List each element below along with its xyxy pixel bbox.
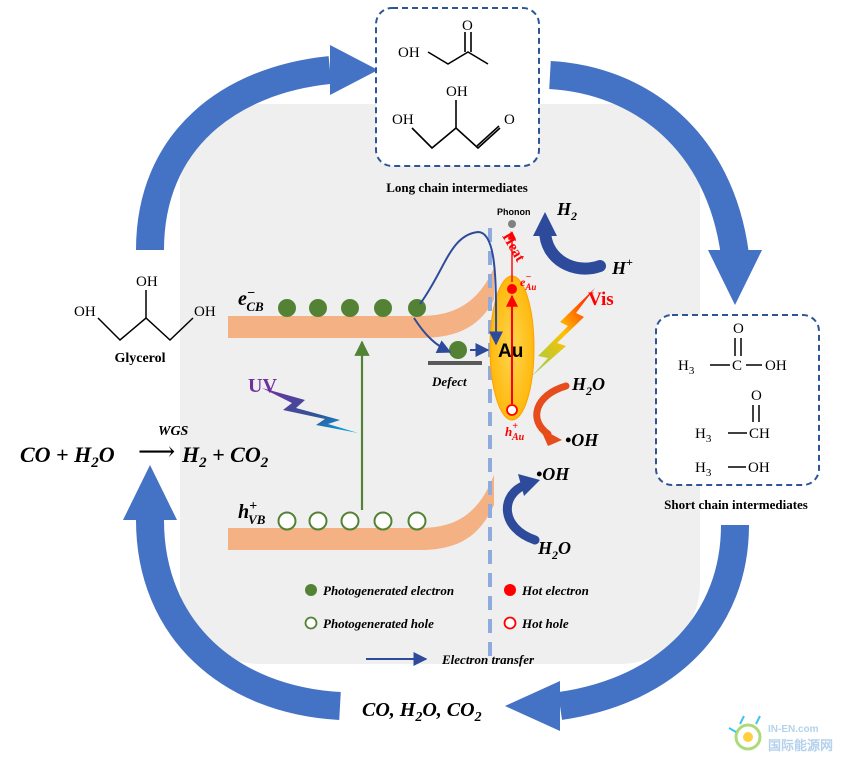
legend-hot-electron-marker [504, 584, 516, 596]
cb-electron [341, 299, 359, 317]
glycerol-structure [97, 290, 194, 342]
oh-formation-arrow-vb [503, 480, 540, 545]
glyceraldehyde-oh-left: OH [392, 112, 414, 128]
hot-electron [507, 284, 517, 294]
acetaldehyde-h3c: H3 [695, 426, 712, 445]
acetic-oh: OH [765, 358, 787, 374]
acetic-h3c: H3 [678, 358, 695, 377]
cb-electron [278, 299, 296, 317]
cycle-arrow-bottom-right [505, 524, 749, 731]
short-chain-box [655, 314, 820, 486]
legend-photo-electron-marker [305, 584, 317, 596]
phonon-dot [508, 220, 516, 228]
acetaldehyde-structure [728, 405, 760, 434]
vis-label: Vis [588, 289, 614, 310]
defect-label: Defect [431, 374, 467, 389]
hplus-label: H+ [611, 255, 633, 278]
vb-hole [308, 511, 328, 531]
legend-hot-hole-marker [503, 616, 517, 630]
transfer-arrow-to-au [419, 230, 504, 346]
legend-hot-electron-label: Hot electron [521, 583, 589, 598]
oh-formation-arrowhead-vb [518, 474, 540, 496]
cb-electron [408, 299, 426, 317]
hau-label: h+Au [505, 421, 525, 443]
oh-radical-au: •OH [565, 430, 599, 450]
watermark-logo: IN-EN.com 国际能源网 [728, 715, 833, 753]
oh-radical-vb: •OH [536, 464, 570, 484]
acetic-o: O [733, 321, 744, 337]
cycle-arrow-top-left [136, 45, 378, 251]
legend-hot-hole-label: Hot hole [521, 616, 569, 631]
uv-lightning-icon [262, 388, 358, 433]
cycle-arrow-top-right [549, 61, 762, 305]
acetaldehyde-ch: CH [749, 426, 770, 442]
acetic-c: C [732, 358, 742, 374]
hydroxyacetone-o: O [462, 18, 473, 34]
hydroxyacetone-oh: OH [398, 45, 420, 61]
legend-photo-hole-label: Photogenerated hole [323, 616, 434, 631]
legend-transfer-label: Electron transfer [441, 652, 535, 667]
glycerol-label: Glycerol [114, 351, 165, 366]
h2-evolution-arrowhead [533, 212, 557, 236]
final-products: CO, H2O, CO2 [362, 699, 482, 725]
vb-hole [340, 511, 360, 531]
vb-hole [373, 511, 393, 531]
eau-label: e−Au [520, 272, 536, 292]
glycerol-oh-top: OH [136, 274, 158, 290]
wgs-products: H2 + CO2 [181, 442, 269, 471]
glyceraldehyde-o: O [504, 112, 515, 128]
hvb-label: h+VB [238, 499, 266, 527]
long-chain-label: Long chain intermediates [386, 180, 528, 195]
watermark-en: IN-EN.com [768, 724, 819, 735]
h2-evolution-arrow [539, 224, 606, 275]
wgs-label: WGS [158, 424, 189, 439]
hot-hole [506, 404, 518, 416]
ethanol-h3c: H3 [695, 460, 712, 479]
short-chain-label: Short chain intermediates [664, 497, 808, 512]
vis-lightning-icon [532, 288, 595, 376]
glycerol-oh-left: OH [74, 304, 96, 320]
ecb-label: e−CB [238, 286, 264, 314]
cb-electron [309, 299, 327, 317]
wgs-arrow: ⟶ [138, 437, 175, 466]
h2-label: H2 [556, 199, 577, 223]
acetaldehyde-o: O [751, 388, 762, 404]
oh-formation-arrowhead-au [540, 428, 562, 446]
h2o-label-au: H2O [571, 374, 605, 398]
vb-hole [407, 511, 427, 531]
glyceraldehyde-structure [411, 100, 501, 150]
conduction-band [228, 268, 494, 338]
valence-band [228, 475, 494, 550]
hydroxyacetone-structure [427, 32, 489, 65]
transfer-arrow-to-defect [413, 317, 452, 354]
phonon-label: Phonon [497, 207, 531, 217]
glycerol-oh-right: OH [194, 304, 216, 320]
wgs-equation: CO + H2O [20, 442, 115, 471]
au-label: Au [498, 341, 523, 362]
vb-hole [277, 511, 297, 531]
ethanol-oh: OH [748, 460, 770, 476]
legend-photo-hole-marker [304, 616, 318, 630]
glyceraldehyde-oh-top: OH [446, 84, 468, 100]
acetic-structure [710, 338, 762, 366]
uv-label: UV [248, 375, 277, 397]
h2o-label-vb: H2O [537, 538, 571, 562]
watermark-cn: 国际能源网 [768, 738, 833, 753]
legend-photo-electron-label: Photogenerated electron [323, 583, 454, 598]
cb-electron [374, 299, 392, 317]
oh-formation-arrow-au [533, 382, 570, 438]
defect-electron [449, 341, 467, 359]
cycle-arrow-bottom-left [123, 465, 341, 720]
